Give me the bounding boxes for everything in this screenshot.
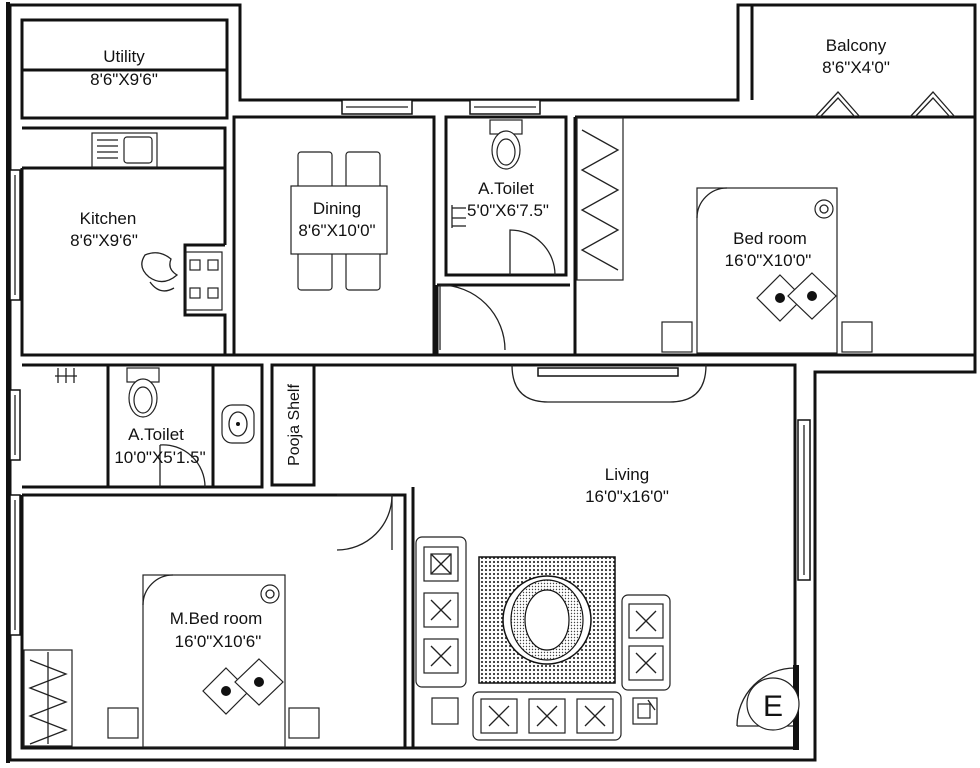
toilet-left-name: A.Toilet xyxy=(128,425,184,444)
shower-left xyxy=(55,368,77,383)
toilet-left-dims: 10'0"X5'1.5" xyxy=(114,448,205,467)
center-rug xyxy=(478,556,616,684)
living-dims: 16'0"x16'0" xyxy=(585,487,669,506)
living-name: Living xyxy=(605,465,649,484)
kitchen-name: Kitchen xyxy=(80,209,137,228)
side-table-left xyxy=(431,697,459,725)
sofa-bottom xyxy=(472,691,622,741)
toilet-top-dims: 5'0"X6'7.5" xyxy=(467,201,549,220)
windows xyxy=(9,99,811,636)
balcony-name: Balcony xyxy=(826,36,887,55)
utility-dims: 8'6"X9'6" xyxy=(90,70,158,89)
bed-master xyxy=(107,574,320,748)
interior-walls xyxy=(20,5,975,750)
compass-label: E xyxy=(763,690,783,723)
toilet-wc-left xyxy=(126,367,160,418)
pooja-shelf-label: Pooja Shelf xyxy=(286,384,303,466)
kitchen-stove xyxy=(141,251,223,311)
bedroom-name: Bed room xyxy=(733,229,807,248)
sofa-right xyxy=(621,594,671,691)
toilet-top-name: A.Toilet xyxy=(478,179,534,198)
utility-name: Utility xyxy=(103,47,145,66)
wardrobe-bedroom xyxy=(576,117,624,281)
dining-name: Dining xyxy=(313,199,361,218)
wash-basin xyxy=(221,404,255,444)
shower-top xyxy=(451,205,466,228)
bedroom-dims: 16'0"X10'0" xyxy=(725,251,812,270)
dining-dims: 8'6"X10'0" xyxy=(298,221,375,240)
compass-circle xyxy=(746,677,800,731)
toilet-wc-top xyxy=(489,119,523,170)
side-table-right xyxy=(632,697,658,725)
outer-walls xyxy=(6,2,977,763)
balcony-doors xyxy=(814,91,956,118)
dining-table xyxy=(290,151,388,291)
master-bedroom-name: M.Bed room xyxy=(170,609,263,628)
doors xyxy=(159,229,556,551)
bed-bedroom xyxy=(661,187,873,354)
balcony-dims: 8'6"X4'0" xyxy=(822,58,890,77)
master-bedroom-dims: 16'0"X10'6" xyxy=(175,632,262,651)
sofa-left xyxy=(415,536,467,688)
wardrobe-master xyxy=(23,649,73,747)
kitchen-sink xyxy=(91,132,158,168)
kitchen-dims: 8'6"X9'6" xyxy=(70,231,138,250)
